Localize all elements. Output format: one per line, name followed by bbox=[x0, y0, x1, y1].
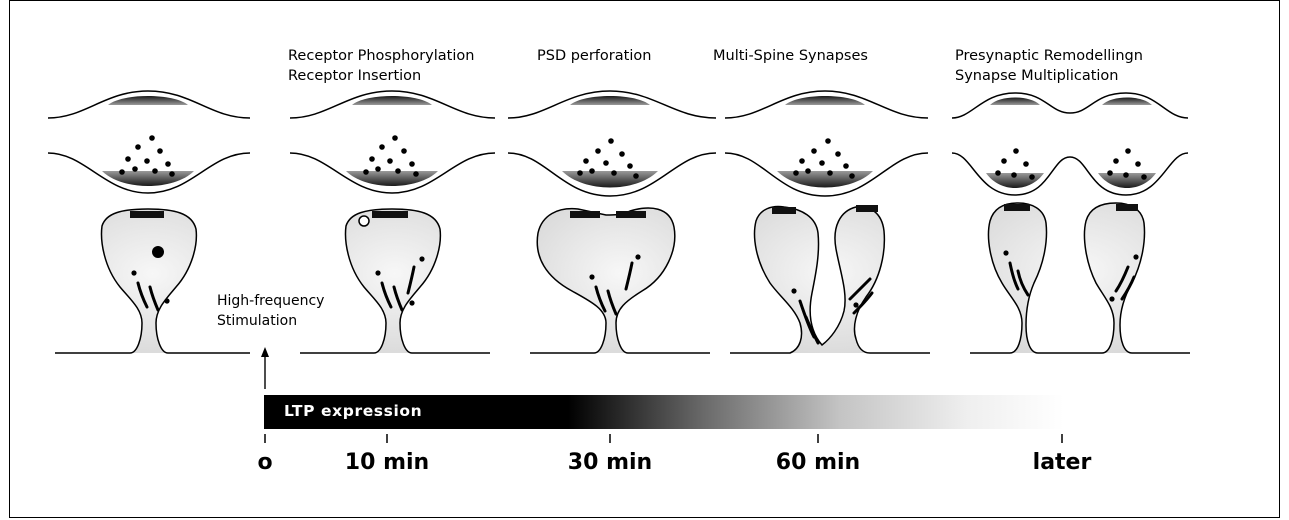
time-label-60min: 60 min bbox=[776, 450, 860, 475]
perforated-psd-right bbox=[616, 211, 646, 218]
caption-line: Synapse Multiplication bbox=[955, 66, 1143, 86]
caption-line: Receptor Phosphorylation bbox=[288, 46, 474, 66]
caption-line: Receptor Insertion bbox=[288, 66, 474, 86]
time-ticks bbox=[265, 434, 1062, 443]
time-label-10min: 10 min bbox=[345, 450, 429, 475]
caption-line: PSD perforation bbox=[537, 46, 651, 66]
synaptic-vesicles bbox=[119, 135, 175, 177]
ltp-bar-label: LTP expression bbox=[284, 402, 422, 420]
synapse-60min bbox=[725, 91, 930, 353]
figure-frame: Receptor Phosphorylation Receptor Insert… bbox=[9, 0, 1280, 518]
caption-psd: PSD perforation bbox=[537, 46, 651, 66]
caption-line: Multi-Spine Synapses bbox=[713, 46, 868, 66]
perforated-psd-left bbox=[570, 211, 600, 218]
stimulation-arrow bbox=[261, 347, 269, 389]
dendritic-spine bbox=[55, 209, 250, 353]
postsynaptic-density bbox=[130, 211, 164, 218]
presynaptic-terminal bbox=[48, 91, 250, 193]
stimulation-line: Stimulation bbox=[217, 311, 324, 331]
time-label-30min: 30 min bbox=[568, 450, 652, 475]
caption-receptor: Receptor Phosphorylation Receptor Insert… bbox=[288, 46, 474, 86]
time-label-0: o bbox=[257, 450, 272, 475]
time-label-later: later bbox=[1033, 450, 1092, 475]
stimulation-label: High-frequency Stimulation bbox=[217, 291, 324, 331]
caption-line: Presynaptic Remodellingn bbox=[955, 46, 1143, 66]
stimulation-line: High-frequency bbox=[217, 291, 324, 311]
synapse-later bbox=[952, 93, 1190, 353]
caption-presynaptic: Presynaptic Remodellingn Synapse Multipl… bbox=[955, 46, 1143, 86]
synapse-30min bbox=[508, 91, 716, 353]
caption-multispine: Multi-Spine Synapses bbox=[713, 46, 868, 66]
